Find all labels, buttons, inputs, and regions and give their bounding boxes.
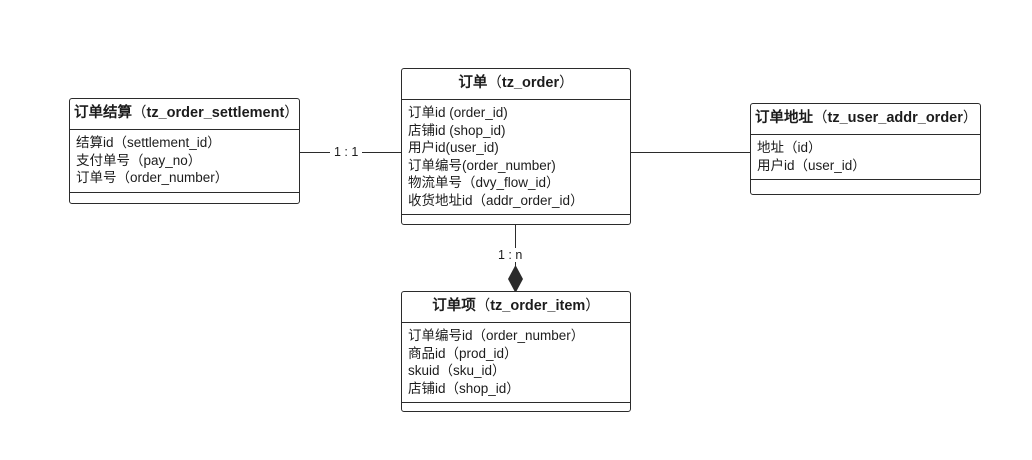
entity-title-table-user-addr-order: tz_user_addr_order xyxy=(827,110,963,126)
entity-title-table-order: tz_order xyxy=(501,75,560,91)
entity-title-cn-order-item: 订单项 xyxy=(432,298,476,314)
entity-header-order-settlement: 订单结算（tz_order_settlement） xyxy=(70,99,299,131)
entity-title-table-order-settlement: tz_order_settlement xyxy=(146,105,285,121)
field-row: 订单编号(order_number) xyxy=(408,157,556,173)
entity-header-order: 订单（tz_order） xyxy=(402,69,630,101)
entity-header-order-item: 订单项（tz_order_item） xyxy=(402,292,630,324)
entity-title-cn-order: 订单 xyxy=(458,75,488,91)
field-row: 店铺id (shop_id) xyxy=(408,122,506,138)
field-row: 结算id（settlement_id） xyxy=(76,135,221,151)
entity-footer-order xyxy=(402,215,630,233)
entity-order-settlement[interactable]: 订单结算（tz_order_settlement） 结算id（settlemen… xyxy=(69,98,300,204)
field-row: 订单号（order_number） xyxy=(76,170,229,186)
field-row: 用户id(user_id) xyxy=(408,140,499,156)
entity-title-table-order-item: tz_order_item xyxy=(490,298,586,314)
entity-title-open-order-settlement: （ xyxy=(132,105,147,121)
field-row: 用户id（user_id） xyxy=(757,157,866,173)
entity-footer-order-settlement xyxy=(70,193,299,211)
entity-title-open-user-addr-order: （ xyxy=(813,110,828,126)
entity-fields-order: 订单id (order_id) 店铺id (shop_id) 用户id(user… xyxy=(402,100,630,216)
field-row: 收货地址id（addr_order_id） xyxy=(408,192,584,208)
entity-order-item[interactable]: 订单项（tz_order_item） 订单编号id（order_number） … xyxy=(401,291,631,412)
entity-fields-order-item: 订单编号id（order_number） 商品id（prod_id） skuid… xyxy=(402,323,630,404)
entity-fields-order-settlement: 结算id（settlement_id） 支付单号（pay_no） 订单号（ord… xyxy=(70,130,299,193)
field-row: 支付单号（pay_no） xyxy=(76,152,202,168)
filled-diamond-icon xyxy=(508,265,523,293)
entity-title-cn-user-addr-order: 订单地址 xyxy=(755,110,813,126)
entity-title-close-order: ） xyxy=(559,75,574,91)
entity-title-close-user-addr-order: ） xyxy=(962,110,978,126)
entity-title-close-order-item: ） xyxy=(585,298,600,314)
field-row: 订单id (order_id) xyxy=(408,105,508,121)
entity-order[interactable]: 订单（tz_order） 订单id (order_id) 店铺id (shop_… xyxy=(401,68,631,225)
entity-title-cn-order-settlement: 订单结算 xyxy=(74,105,132,121)
field-row: 商品id（prod_id） xyxy=(408,345,518,361)
entity-title-open-order-item: （ xyxy=(475,298,491,314)
entity-header-user-addr-order: 订单地址（tz_user_addr_order） xyxy=(751,104,980,136)
edge-order-addr xyxy=(630,152,751,153)
field-row: skuid（sku_id） xyxy=(408,363,506,379)
relation-label-order-orderitem: 1 : n xyxy=(494,248,527,262)
field-row: 地址（id） xyxy=(757,140,822,156)
entity-footer-user-addr-order xyxy=(751,180,980,198)
field-row: 店铺id（shop_id） xyxy=(408,380,520,396)
entity-footer-order-item xyxy=(402,403,630,421)
field-row: 订单编号id（order_number） xyxy=(408,328,585,344)
relation-label-settlement-order: 1 : 1 xyxy=(330,145,363,159)
field-row: 物流单号（dvy_flow_id） xyxy=(408,175,560,191)
entity-title-open-order: （ xyxy=(487,75,502,91)
entity-title-close-order-settlement: ） xyxy=(284,105,299,121)
entity-user-addr-order[interactable]: 订单地址（tz_user_addr_order） 地址（id） 用户id（use… xyxy=(750,103,981,195)
entity-fields-user-addr-order: 地址（id） 用户id（user_id） xyxy=(751,135,980,181)
